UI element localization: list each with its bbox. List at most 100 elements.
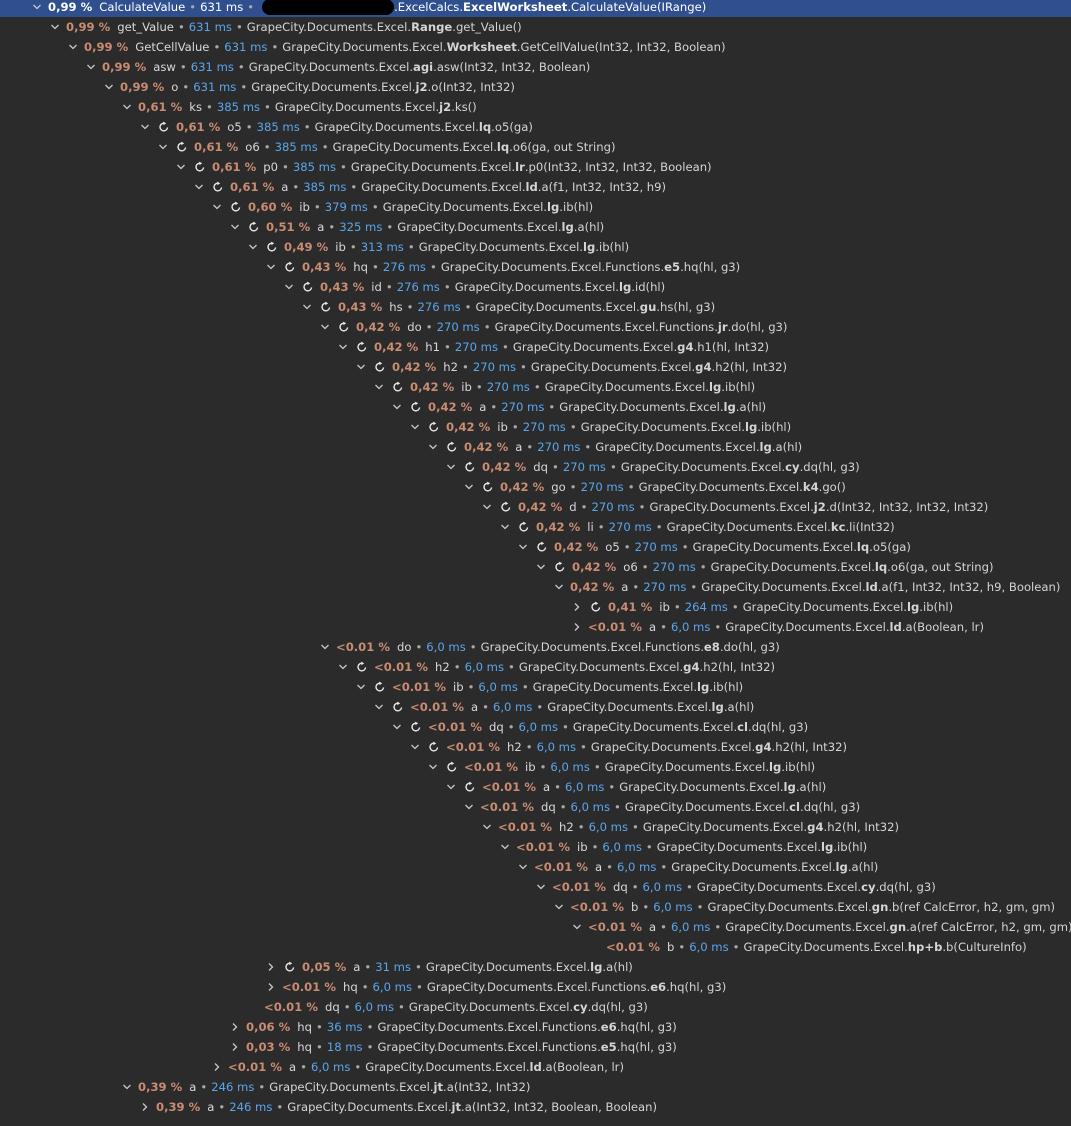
chevron-down-icon[interactable] (318, 317, 332, 337)
tree-row[interactable]: 0,61 %a•385 ms•GrapeCity.Documents.Excel… (0, 177, 1071, 197)
chevron-down-icon[interactable] (390, 397, 404, 417)
chevron-down-icon[interactable] (552, 577, 566, 597)
tree-row[interactable]: 0,05 %a•31 ms•GrapeCity.Documents.Excel.… (0, 957, 1071, 977)
chevron-down-icon[interactable] (120, 1077, 134, 1097)
chevron-down-icon[interactable] (228, 217, 242, 237)
chevron-down-icon[interactable] (336, 657, 350, 677)
chevron-right-icon[interactable] (228, 1037, 242, 1057)
tree-row[interactable]: 0,41 %ib•264 ms•GrapeCity.Documents.Exce… (0, 597, 1071, 617)
tree-row[interactable]: 0,99 %o•631 ms•GrapeCity.Documents.Excel… (0, 77, 1071, 97)
tree-row[interactable]: 0,61 %o5•385 ms•GrapeCity.Documents.Exce… (0, 117, 1071, 137)
chevron-right-icon[interactable] (210, 1057, 224, 1077)
tree-row[interactable]: 0,61 %o6•385 ms•GrapeCity.Documents.Exce… (0, 137, 1071, 157)
tree-row[interactable]: 0,99 %GetCellValue•631 ms•GrapeCity.Docu… (0, 37, 1071, 57)
chevron-down-icon[interactable] (390, 717, 404, 737)
tree-row[interactable]: <0.01 %h2•6,0 ms•GrapeCity.Documents.Exc… (0, 737, 1071, 757)
chevron-down-icon[interactable] (426, 757, 440, 777)
tree-row[interactable]: <0.01 %dq•6,0 ms•GrapeCity.Documents.Exc… (0, 797, 1071, 817)
tree-row[interactable]: 0,42 %h2•270 ms•GrapeCity.Documents.Exce… (0, 357, 1071, 377)
chevron-down-icon[interactable] (408, 417, 422, 437)
chevron-down-icon[interactable] (516, 857, 530, 877)
chevron-down-icon[interactable] (138, 117, 152, 137)
chevron-down-icon[interactable] (48, 17, 62, 37)
chevron-down-icon[interactable] (318, 637, 332, 657)
chevron-down-icon[interactable] (282, 277, 296, 297)
chevron-down-icon[interactable] (498, 517, 512, 537)
chevron-down-icon[interactable] (534, 877, 548, 897)
chevron-down-icon[interactable] (462, 797, 476, 817)
chevron-down-icon[interactable] (30, 0, 44, 17)
chevron-right-icon[interactable] (264, 957, 278, 977)
tree-row[interactable]: <0.01 %b•6,0 ms•GrapeCity.Documents.Exce… (0, 937, 1071, 957)
tree-row[interactable]: <0.01 %a•6,0 ms•GrapeCity.Documents.Exce… (0, 697, 1071, 717)
tree-row[interactable]: 0,42 %o5•270 ms•GrapeCity.Documents.Exce… (0, 537, 1071, 557)
tree-row[interactable]: <0.01 %ib•6,0 ms•GrapeCity.Documents.Exc… (0, 757, 1071, 777)
chevron-down-icon[interactable] (426, 437, 440, 457)
chevron-down-icon[interactable] (246, 237, 260, 257)
tree-row[interactable]: 0,42 %ib•270 ms•GrapeCity.Documents.Exce… (0, 417, 1071, 437)
chevron-down-icon[interactable] (534, 557, 548, 577)
tree-row[interactable]: 0,42 %d•270 ms•GrapeCity.Documents.Excel… (0, 497, 1071, 517)
chevron-right-icon[interactable] (228, 1017, 242, 1037)
tree-row[interactable]: 0,42 %li•270 ms•GrapeCity.Documents.Exce… (0, 517, 1071, 537)
chevron-down-icon[interactable] (210, 197, 224, 217)
chevron-down-icon[interactable] (102, 77, 116, 97)
tree-row[interactable]: 0,61 %ks•385 ms•GrapeCity.Documents.Exce… (0, 97, 1071, 117)
chevron-down-icon[interactable] (552, 897, 566, 917)
tree-row[interactable]: 0,39 %a•246 ms•GrapeCity.Documents.Excel… (0, 1077, 1071, 1097)
chevron-down-icon[interactable] (372, 697, 386, 717)
chevron-down-icon[interactable] (480, 817, 494, 837)
tree-row[interactable]: <0.01 %ib•6,0 ms•GrapeCity.Documents.Exc… (0, 837, 1071, 857)
chevron-down-icon[interactable] (120, 97, 134, 117)
tree-row[interactable]: 0,42 %h1•270 ms•GrapeCity.Documents.Exce… (0, 337, 1071, 357)
tree-row[interactable]: 0,42 %do•270 ms•GrapeCity.Documents.Exce… (0, 317, 1071, 337)
tree-row[interactable]: <0.01 %do•6,0 ms•GrapeCity.Documents.Exc… (0, 637, 1071, 657)
tree-row[interactable]: 0,42 %a•270 ms•GrapeCity.Documents.Excel… (0, 397, 1071, 417)
tree-row[interactable]: <0.01 %hq•6,0 ms•GrapeCity.Documents.Exc… (0, 977, 1071, 997)
chevron-down-icon[interactable] (84, 57, 98, 77)
tree-row[interactable]: 0,99 %CalculateValue•631 ms•.ExcelCalcs.… (0, 0, 1071, 17)
tree-row[interactable]: <0.01 %a•6,0 ms•GrapeCity.Documents.Exce… (0, 857, 1071, 877)
tree-row[interactable]: <0.01 %a•6,0 ms•GrapeCity.Documents.Exce… (0, 917, 1071, 937)
tree-row[interactable]: 0,06 %hq•36 ms•GrapeCity.Documents.Excel… (0, 1017, 1071, 1037)
tree-row[interactable]: 0,99 %asw•631 ms•GrapeCity.Documents.Exc… (0, 57, 1071, 77)
chevron-down-icon[interactable] (408, 737, 422, 757)
tree-row[interactable]: 0,42 %a•270 ms•GrapeCity.Documents.Excel… (0, 437, 1071, 457)
chevron-down-icon[interactable] (264, 257, 278, 277)
chevron-down-icon[interactable] (192, 177, 206, 197)
tree-row[interactable]: <0.01 %dq•6,0 ms•GrapeCity.Documents.Exc… (0, 717, 1071, 737)
tree-row[interactable]: <0.01 %b•6,0 ms•GrapeCity.Documents.Exce… (0, 897, 1071, 917)
chevron-down-icon[interactable] (354, 677, 368, 697)
chevron-right-icon[interactable] (570, 617, 584, 637)
chevron-down-icon[interactable] (354, 357, 368, 377)
chevron-down-icon[interactable] (174, 157, 188, 177)
tree-row[interactable]: 0,42 %ib•270 ms•GrapeCity.Documents.Exce… (0, 377, 1071, 397)
tree-row[interactable]: <0.01 %dq•6,0 ms•GrapeCity.Documents.Exc… (0, 997, 1071, 1017)
chevron-down-icon[interactable] (156, 137, 170, 157)
tree-row[interactable]: 0,39 %a•246 ms•GrapeCity.Documents.Excel… (0, 1097, 1071, 1117)
tree-row[interactable]: 0,42 %go•270 ms•GrapeCity.Documents.Exce… (0, 477, 1071, 497)
chevron-right-icon[interactable] (138, 1097, 152, 1117)
tree-row[interactable]: 0,99 %get_Value•631 ms•GrapeCity.Documen… (0, 17, 1071, 37)
tree-row[interactable]: 0,43 %id•276 ms•GrapeCity.Documents.Exce… (0, 277, 1071, 297)
tree-row[interactable]: <0.01 %dq•6,0 ms•GrapeCity.Documents.Exc… (0, 877, 1071, 897)
tree-row[interactable]: 0,42 %dq•270 ms•GrapeCity.Documents.Exce… (0, 457, 1071, 477)
chevron-down-icon[interactable] (444, 777, 458, 797)
tree-row[interactable]: 0,43 %hs•276 ms•GrapeCity.Documents.Exce… (0, 297, 1071, 317)
tree-row[interactable]: <0.01 %ib•6,0 ms•GrapeCity.Documents.Exc… (0, 677, 1071, 697)
chevron-right-icon[interactable] (570, 597, 584, 617)
tree-row[interactable]: <0.01 %a•6,0 ms•GrapeCity.Documents.Exce… (0, 617, 1071, 637)
chevron-right-icon[interactable] (264, 977, 278, 997)
tree-row[interactable]: 0,60 %ib•379 ms•GrapeCity.Documents.Exce… (0, 197, 1071, 217)
tree-row[interactable]: 0,61 %p0•385 ms•GrapeCity.Documents.Exce… (0, 157, 1071, 177)
chevron-down-icon[interactable] (570, 917, 584, 937)
tree-row[interactable]: <0.01 %h2•6,0 ms•GrapeCity.Documents.Exc… (0, 817, 1071, 837)
tree-row[interactable]: 0,43 %hq•276 ms•GrapeCity.Documents.Exce… (0, 257, 1071, 277)
tree-row[interactable]: <0.01 %h2•6,0 ms•GrapeCity.Documents.Exc… (0, 657, 1071, 677)
chevron-down-icon[interactable] (300, 297, 314, 317)
tree-row[interactable]: 0,42 %a•270 ms•GrapeCity.Documents.Excel… (0, 577, 1071, 597)
tree-row[interactable]: 0,51 %a•325 ms•GrapeCity.Documents.Excel… (0, 217, 1071, 237)
chevron-down-icon[interactable] (516, 537, 530, 557)
tree-row[interactable]: <0.01 %a•6,0 ms•GrapeCity.Documents.Exce… (0, 777, 1071, 797)
tree-row[interactable]: 0,03 %hq•18 ms•GrapeCity.Documents.Excel… (0, 1037, 1071, 1057)
